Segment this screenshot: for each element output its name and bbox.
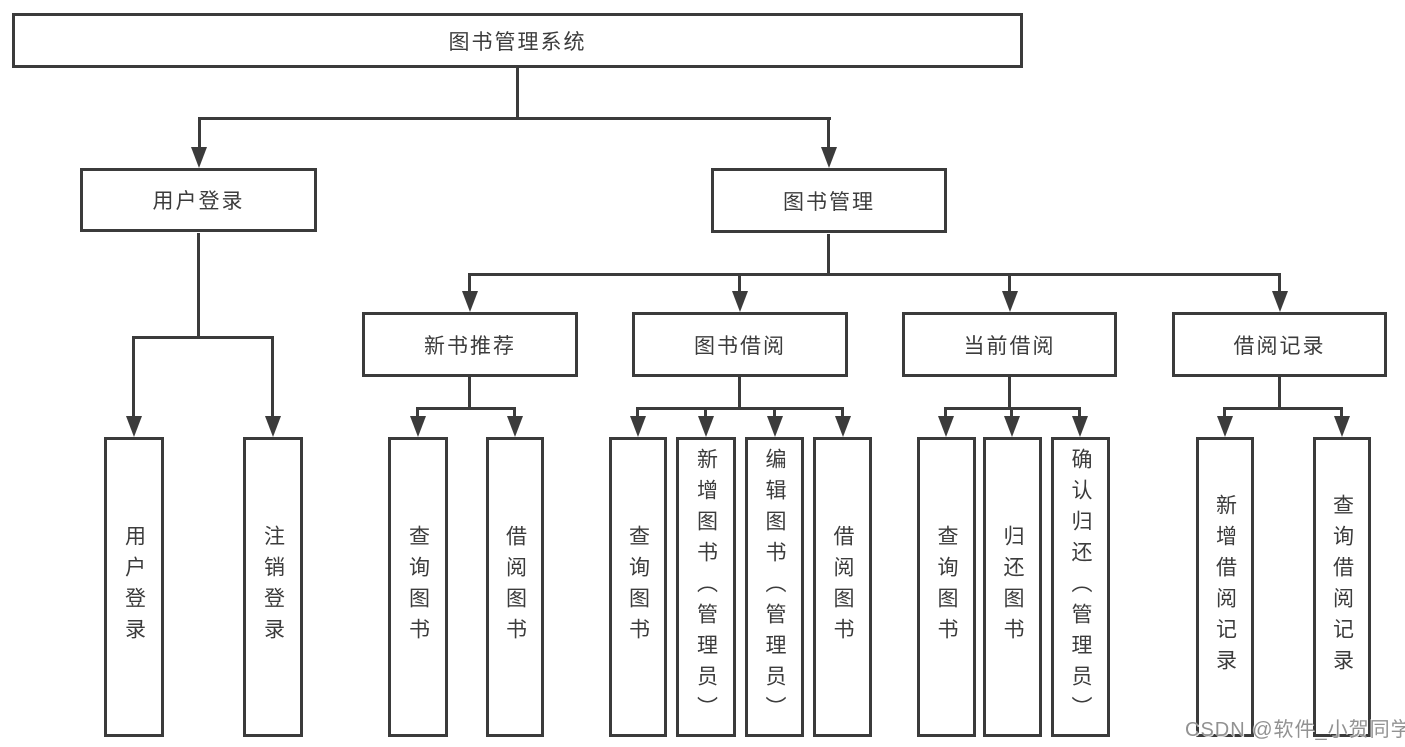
arrow-down-icon [835,416,851,437]
arrow-down-icon [191,147,207,168]
node-user-login: 用户登录 [80,168,317,232]
node-book-management: 图书管理 [711,168,947,233]
connector-line [132,336,274,339]
arrow-down-icon [1004,416,1020,437]
connector-line [1008,377,1011,410]
leaf-add-borrow-record: 新增借阅记录 [1196,437,1254,737]
leaf-label: 借阅图书 [503,525,527,649]
arrow-down-icon [410,416,426,437]
arrow-down-icon [732,291,748,312]
leaf-borrow-books-recommend: 借阅图书 [486,437,544,737]
connector-line [1078,409,1081,419]
leaf-edit-book-admin: 编辑图书（管理员） [745,437,804,737]
leaf-borrow-books: 借阅图书 [813,437,872,737]
node-current-borrowing: 当前借阅 [902,312,1117,377]
leaf-user-login: 用户登录 [104,437,164,737]
node-label: 图书管理系统 [448,30,587,54]
leaf-confirm-return-admin: 确认归还（管理员） [1051,437,1110,737]
node-label: 借阅记录 [1233,334,1326,358]
connector-line [1223,407,1343,410]
connector-line [636,407,844,410]
connector-line [468,377,471,410]
leaf-label: 确认归还（管理员） [1069,447,1092,727]
leaf-add-book-admin: 新增图书（管理员） [676,437,736,737]
arrow-down-icon [698,416,714,437]
connector-line [738,275,741,292]
connector-line [773,409,776,419]
arrow-down-icon [1334,416,1350,437]
connector-line [132,338,135,417]
node-label: 当前借阅 [963,334,1056,358]
connector-line [944,409,947,419]
node-label: 图书管理 [783,190,875,214]
leaf-label: 查询借阅记录 [1330,494,1354,680]
node-label: 用户登录 [152,190,245,213]
connector-line [1278,377,1281,410]
leaf-label: 查询图书 [626,525,650,649]
node-label: 新书推荐 [424,334,516,358]
leaf-label: 新增图书（管理员） [694,447,718,727]
connector-line [468,275,471,292]
connector-line [827,234,830,274]
connector-line [468,273,1281,276]
leaf-query-books-current: 查询图书 [917,437,976,737]
connector-line [827,119,830,148]
connector-line [197,233,200,336]
leaf-return-book: 归还图书 [983,437,1042,737]
watermark-text: CSDN @软件_小贺同学 [1185,719,1405,741]
node-borrowing-records: 借阅记录 [1172,312,1387,377]
leaf-query-books-recommend: 查询图书 [388,437,448,737]
connector-line [1010,409,1013,419]
arrow-down-icon [938,416,954,437]
connector-line [416,409,419,419]
connector-line [198,117,831,120]
connector-line [738,377,741,410]
connector-line [271,338,274,417]
leaf-label: 归还图书 [1001,525,1024,649]
connector-line [636,409,639,419]
arrow-down-icon [821,147,837,168]
arrow-down-icon [265,416,281,437]
arrow-down-icon [462,291,478,312]
leaf-query-books-borrow: 查询图书 [609,437,667,737]
leaf-label: 新增借阅记录 [1213,494,1237,680]
arrow-down-icon [1217,416,1233,437]
node-new-book-recommendation: 新书推荐 [362,312,578,377]
connector-line [841,409,844,419]
connector-line [1340,409,1343,419]
connector-line [1008,275,1011,292]
connector-line [513,409,516,419]
leaf-label: 查询图书 [935,525,958,649]
leaf-query-borrow-record: 查询借阅记录 [1313,437,1371,737]
watermark: CSDN @软件_小贺同学 [1185,713,1405,742]
arrow-down-icon [507,416,523,437]
connector-line [704,409,707,419]
arrow-down-icon [126,416,142,437]
connector-line [416,407,516,410]
connector-line [198,119,201,148]
arrow-down-icon [1072,416,1088,437]
arrow-down-icon [1272,291,1288,312]
leaf-label: 借阅图书 [831,525,854,649]
arrow-down-icon [630,416,646,437]
leaf-label: 编辑图书（管理员） [763,447,786,727]
node-book-borrowing: 图书借阅 [632,312,848,377]
connector-line [516,68,519,120]
leaf-label: 注销登录 [261,525,285,649]
node-library-management-system: 图书管理系统 [12,13,1023,68]
leaf-label: 用户登录 [122,525,146,649]
arrow-down-icon [767,416,783,437]
connector-line [1278,275,1281,292]
node-label: 图书借阅 [694,334,786,358]
arrow-down-icon [1002,291,1018,312]
leaf-label: 查询图书 [406,525,430,649]
connector-line [944,407,1081,410]
leaf-logout: 注销登录 [243,437,303,737]
connector-line [1223,409,1226,419]
